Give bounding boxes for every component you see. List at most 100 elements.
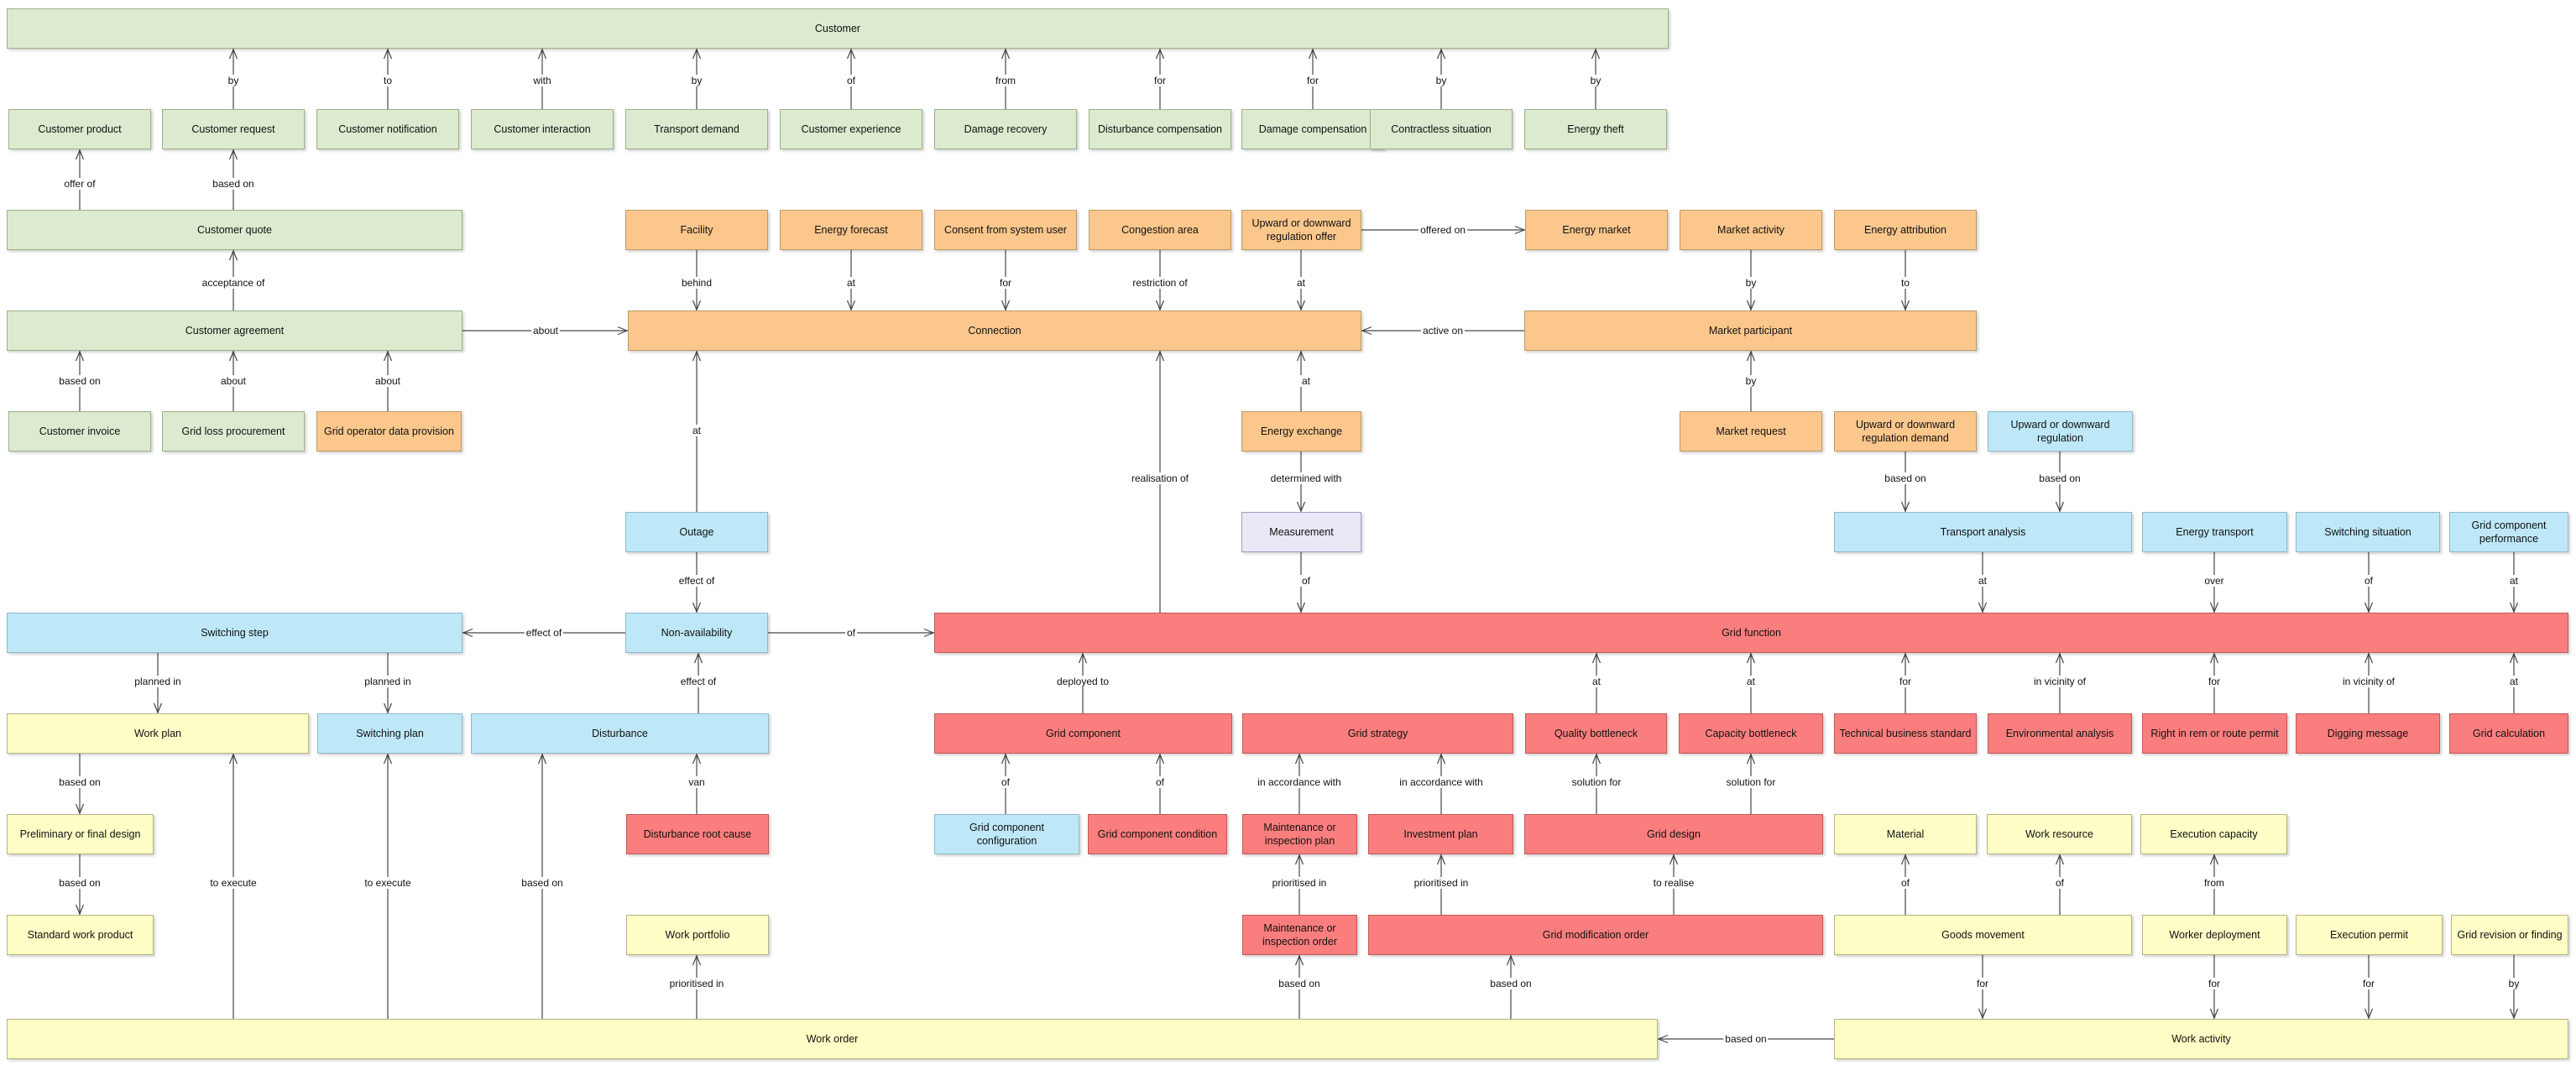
node-work-plan: Work plan [7, 713, 309, 754]
edge-label: based on [57, 877, 102, 889]
edge-label: at [1744, 676, 1758, 687]
edge-label: based on [520, 877, 565, 889]
edge-label: in vicinity of [2340, 676, 2397, 687]
node-grid-component-configuration: Grid component configuration [934, 814, 1079, 854]
edge-label: for [1304, 75, 1321, 86]
edge-label: based on [1883, 472, 1928, 484]
node-digging-message: Digging message [2296, 713, 2440, 754]
edge-label: at [690, 425, 703, 436]
node-customer-agreement: Customer agreement [7, 311, 462, 351]
edge-label: about [218, 375, 248, 387]
node-environmental-analysis: Environmental analysis [1988, 713, 2132, 754]
node-grid-component-performance: Grid component performance [2449, 512, 2568, 552]
node-grid-function: Grid function [934, 613, 2568, 653]
node-energy-theft: Energy theft [1524, 109, 1667, 149]
edge-label: at [844, 277, 858, 289]
edge-label: to execute [363, 877, 413, 889]
edge-label: deployed to [1054, 676, 1111, 687]
node-maintenance-or-inspection-plan: Maintenance or inspection plan [1242, 814, 1357, 854]
node-energy-market: Energy market [1525, 210, 1668, 250]
node-grid-strategy: Grid strategy [1242, 713, 1513, 754]
edge-label: of [2053, 877, 2067, 889]
node-customer-request: Customer request [162, 109, 305, 149]
node-grid-component-condition: Grid component condition [1088, 814, 1227, 854]
edge-label: planned in [133, 676, 183, 687]
edge-label: prioritised in [1270, 877, 1329, 889]
node-market-participant: Market participant [1524, 311, 1977, 351]
node-standard-work-product: Standard work product [7, 915, 154, 955]
node-switching-situation: Switching situation [2296, 512, 2440, 552]
edge-label: for [1897, 676, 1914, 687]
edge-label: for [1152, 75, 1168, 86]
node-investment-plan: Investment plan [1368, 814, 1513, 854]
edge-label: with [531, 75, 553, 86]
edge-label: for [2206, 676, 2223, 687]
node-preliminary-or-final-design: Preliminary or final design [7, 814, 154, 854]
node-grid-revision-or-finding: Grid revision or finding [2451, 915, 2568, 955]
node-grid-modification-order: Grid modification order [1368, 915, 1823, 955]
edge-label: solution for [1724, 776, 1778, 788]
node-connection: Connection [628, 311, 1361, 351]
node-customer-interaction: Customer interaction [471, 109, 614, 149]
edge-label: effect of [678, 676, 718, 687]
edge-label: of [844, 627, 858, 639]
node-grid-component: Grid component [934, 713, 1232, 754]
edge-label: for [2360, 978, 2377, 989]
node-energy-attribution: Energy attribution [1834, 210, 1977, 250]
node-work-resource: Work resource [1987, 814, 2132, 854]
edge-label: based on [57, 776, 102, 788]
edge-label: in vicinity of [2031, 676, 2088, 687]
edge-label: over [2202, 575, 2226, 587]
edge-label: of [1899, 877, 1912, 889]
node-technical-business-standard: Technical business standard [1834, 713, 1977, 754]
node-customer-quote: Customer quote [7, 210, 462, 250]
node-disturbance: Disturbance [471, 713, 769, 754]
edge-label: for [997, 277, 1014, 289]
node-work-activity: Work activity [1834, 1019, 2568, 1059]
edge-label: of [2362, 575, 2375, 587]
edge-label: offer of [62, 178, 97, 190]
node-upward-or-downward-regulation: Upward or downward regulation [1988, 411, 2133, 452]
node-customer-experience: Customer experience [780, 109, 922, 149]
node-work-portfolio: Work portfolio [626, 915, 769, 955]
edge-label: effect of [524, 627, 564, 639]
node-customer: Customer [7, 8, 1669, 49]
edge-label: based on [1277, 978, 1322, 989]
node-market-activity: Market activity [1680, 210, 1822, 250]
node-material: Material [1834, 814, 1977, 854]
node-maintenance-or-inspection-order: Maintenance or inspection order [1242, 915, 1357, 955]
node-grid-operator-data-provision: Grid operator data provision [316, 411, 462, 452]
node-energy-exchange: Energy exchange [1241, 411, 1361, 452]
edge-label: determined with [1268, 472, 1344, 484]
node-outage: Outage [625, 512, 768, 552]
edge-label: to [381, 75, 394, 86]
node-customer-product: Customer product [8, 109, 151, 149]
node-damage-compensation: Damage compensation [1241, 109, 1384, 149]
edge-label: at [2507, 575, 2521, 587]
edge-label: based on [1723, 1033, 1769, 1045]
edge-label: of [844, 75, 858, 86]
node-disturbance-compensation: Disturbance compensation [1089, 109, 1231, 149]
node-transport-analysis: Transport analysis [1834, 512, 2132, 552]
node-execution-permit: Execution permit [2296, 915, 2443, 955]
edge-label: based on [2037, 472, 2082, 484]
edge-label: at [1299, 375, 1313, 387]
edge-label: from [2202, 877, 2226, 889]
edge-label: about [530, 325, 561, 337]
edge-label: based on [57, 375, 102, 387]
edge-label: for [2206, 978, 2223, 989]
node-market-request: Market request [1680, 411, 1822, 452]
edge-label: at [1590, 676, 1603, 687]
node-damage-recovery: Damage recovery [934, 109, 1077, 149]
edge-label: restriction of [1131, 277, 1189, 289]
node-switching-plan: Switching plan [317, 713, 462, 754]
node-transport-demand: Transport demand [625, 109, 768, 149]
edge-label: by [1588, 75, 1603, 86]
edge-label: about [373, 375, 403, 387]
edge-label: prioritised in [1412, 877, 1471, 889]
node-customer-notification: Customer notification [316, 109, 459, 149]
edge-label: to execute [208, 877, 259, 889]
edge-label: offered on [1419, 224, 1467, 236]
edge-label: at [1294, 277, 1308, 289]
